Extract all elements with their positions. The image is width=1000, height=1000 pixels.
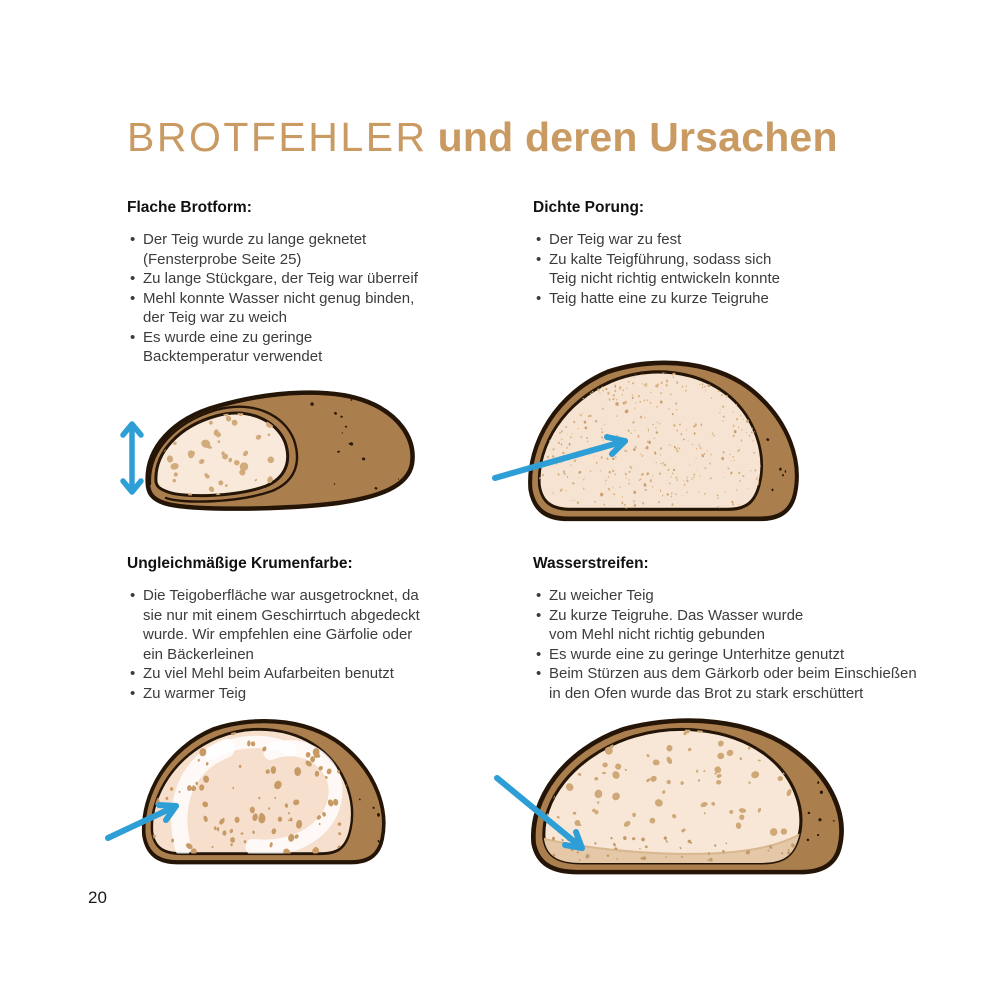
- bullet-item: Zu weicher Teig: [536, 586, 973, 606]
- uneven-crumb-loaf-illustration: [105, 719, 386, 865]
- pointer-arrow-icon: [105, 802, 179, 841]
- section-heading: Ungleichmäßige Krumenfarbe:: [127, 555, 353, 572]
- page-title-light: BROTFEHLER: [127, 114, 428, 160]
- bullet-item: Mehl konnte Wasser nicht genug binden, d…: [130, 289, 497, 328]
- bullet-item: Zu viel Mehl beim Aufarbeiten benutzt: [130, 664, 537, 684]
- bullet-list: Zu weicher Teig Zu kurze Teigruhe. Das W…: [533, 586, 973, 703]
- section-heading: Flache Brotform:: [127, 199, 252, 216]
- bullet-item: Zu kurze Teigruhe. Das Wasser wurde vom …: [536, 606, 973, 645]
- bullet-list: Der Teig wurde zu lange geknetet (Fenste…: [127, 230, 497, 367]
- bullet-item: Es wurde eine zu geringe Unterhitze genu…: [536, 645, 973, 665]
- bullet-list: Der Teig war zu fest Zu kalte Teigführun…: [533, 230, 933, 308]
- section-dichte-porung: Dichte Porung: Der Teig war zu fest Zu k…: [533, 199, 933, 308]
- page-number: 20: [88, 888, 107, 907]
- section-heading: Dichte Porung:: [533, 199, 645, 216]
- section-wasserstreifen: Wasserstreifen: Zu weicher Teig Zu kurze…: [533, 555, 973, 703]
- section-ungleichmaessige-krumenfarbe: Ungleichmäßige Krumenfarbe: Die Teigober…: [127, 555, 537, 703]
- flat-loaf-illustration: [120, 390, 415, 511]
- bullet-item: Teig hatte eine zu kurze Teigruhe: [536, 289, 933, 309]
- dense-crumb-loaf-illustration: [492, 360, 799, 522]
- height-arrow-icon: [120, 421, 144, 495]
- bullet-item: Der Teig wurde zu lange geknetet (Fenste…: [130, 230, 497, 269]
- bullet-item: Die Teigoberfläche war ausgetrocknet, da…: [130, 586, 537, 664]
- water-streak-loaf-illustration: [494, 718, 844, 875]
- page-title-bold: und deren Ursachen: [437, 114, 838, 160]
- pointer-arrow-icon: [494, 775, 585, 851]
- section-flache-brotform: Flache Brotform: Der Teig wurde zu lange…: [127, 199, 497, 367]
- bullet-list: Die Teigoberfläche war ausgetrocknet, da…: [127, 586, 537, 703]
- bullet-item: Der Teig war zu fest: [536, 230, 933, 250]
- bullet-item: Zu warmer Teig: [130, 684, 537, 704]
- bullet-item: Beim Stürzen aus dem Gärkorb oder beim E…: [536, 664, 973, 703]
- section-heading: Wasserstreifen:: [533, 555, 649, 572]
- pointer-arrow-icon: [492, 434, 628, 481]
- bullet-item: Es wurde eine zu geringe Backtemperatur …: [130, 328, 497, 367]
- bullet-item: Zu kalte Teigführung, sodass sich Teig n…: [536, 250, 933, 289]
- bullet-item: Zu lange Stückgare, der Teig war überrei…: [130, 269, 497, 289]
